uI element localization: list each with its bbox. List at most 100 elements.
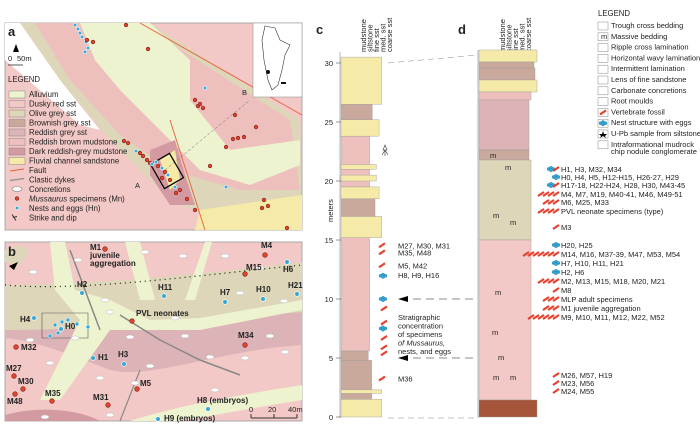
fault-line [169,119,206,231]
map-point: M34 [238,331,254,348]
specimen-marker [262,252,268,258]
point-label: H4 [20,315,31,324]
legend-label: Carbonate concretions [611,86,687,95]
nest-marker [149,161,155,167]
map-point: H9 (embryos) [155,414,215,423]
legend-item: Fault [9,166,47,175]
legend-item: Vertebrate fossil [597,107,665,117]
vertebrate-fossil-icon [522,251,530,257]
map-point: H2 [77,280,88,296]
nest-marker [155,416,161,422]
nest-marker [75,26,81,32]
map-point: M32 [13,343,37,352]
specimen-marker [129,318,135,324]
scale-end: 50m [17,54,32,63]
point-label: H2 [77,280,88,289]
vertebrate-fossil-icon [547,296,555,302]
legend-label: Horizontal wavy lamination [611,53,700,62]
grain-size-header: mudstone [498,19,507,52]
concretion-icon [170,315,180,321]
specimen-label: M8 [561,286,571,295]
nest-marker [77,30,83,36]
concretion-icon [28,269,38,275]
legend-item: Lens of fine sandstone [597,75,686,85]
vertebrate-fossil-icon [532,314,540,320]
stratigraphic-bed [478,99,530,151]
legend-label: U-Pb sample from siltstone [611,129,700,138]
map-point: M30 [18,377,34,392]
section-label-b: B [242,88,247,97]
specimen-marker [105,402,111,408]
legend-label: Olive grey sst [29,109,77,118]
concretion-icon [105,309,115,315]
specimen-marker [223,144,229,150]
specimen-label: M35, M48 [398,248,431,257]
legend-symbol-box [597,75,609,85]
stratigraphic-bed [340,174,377,182]
map-point: H3 [118,350,129,367]
specimen-marker [11,373,17,379]
specimen-label: M2, M13, M15, M18, M20, M21 [561,277,665,286]
nest-marker [65,317,71,323]
vertebrate-fossil-icon [547,199,555,205]
massive-bedding-mark: m [493,211,499,220]
legend-item: Reddish brown mudstone [8,138,117,147]
north-arrow-icon [9,262,18,270]
stratigraphic-bed [340,350,369,361]
legend-label: Fluvial channel sandstone [29,157,119,166]
legend-label: Lens of fine sandstone [611,75,686,84]
nest-marker [284,259,290,265]
concretion-icon [25,337,35,343]
specimen-marker [261,197,267,203]
nest-marker [52,322,58,328]
nest-marker [85,324,91,330]
legend-label: Massive bedding [611,32,667,41]
nest-marker [121,361,127,367]
legend-label: Nests and eggs (Hn) [29,204,101,213]
dyke-icon [9,177,25,182]
concretion-icon [210,387,220,393]
legend-symbol-box [597,64,609,74]
nest-marker [31,315,37,321]
specimen-label: M23, M56 [561,379,594,388]
star-icon [599,131,607,138]
panel-a-label: a [8,24,16,39]
stratigraphic-bed [478,61,535,69]
point-label: H10 [256,285,271,294]
concretion-icon [279,298,289,304]
depth-tick-label: 15 [325,236,333,245]
concretion-icon [205,354,215,360]
specimen-annotation: M27, M30, M31 [378,241,450,250]
specimen-label: M5, M42 [398,261,427,270]
nest-marker [222,299,228,305]
point-label-extra: aggregation [90,259,136,268]
section-label-a: A [135,181,140,190]
point-label: M15 [246,263,262,272]
specimen-label: M9, M10, M11, M12, M22, M52 [561,313,665,322]
nest-marker [133,148,139,154]
map-point: H1 [90,353,109,362]
massive-bedding-mark: m [498,353,504,362]
point-label: H7 [220,288,231,297]
vertebrate-fossil-icon [537,191,545,197]
point-label: M4 [261,241,273,250]
nest-marker [47,333,53,339]
nest-marker [79,34,85,40]
legend-swatch [8,90,26,99]
vertebrate-fossil-icon [552,251,560,257]
inset-map [252,22,303,98]
legend-item: Olive grey sst [8,109,77,118]
specimen-marker [173,190,179,196]
specimen-group: H7, H10, H11, H21 [551,259,624,268]
nest-marker [294,291,300,297]
specimen-marker [253,124,259,130]
vertebrate-fossil-icon [552,278,560,284]
specimen-marker [167,177,173,183]
concretion-icon [95,375,105,381]
point-label: M30 [18,377,34,386]
fault-icon [9,168,25,172]
concretion-icon [220,253,230,259]
